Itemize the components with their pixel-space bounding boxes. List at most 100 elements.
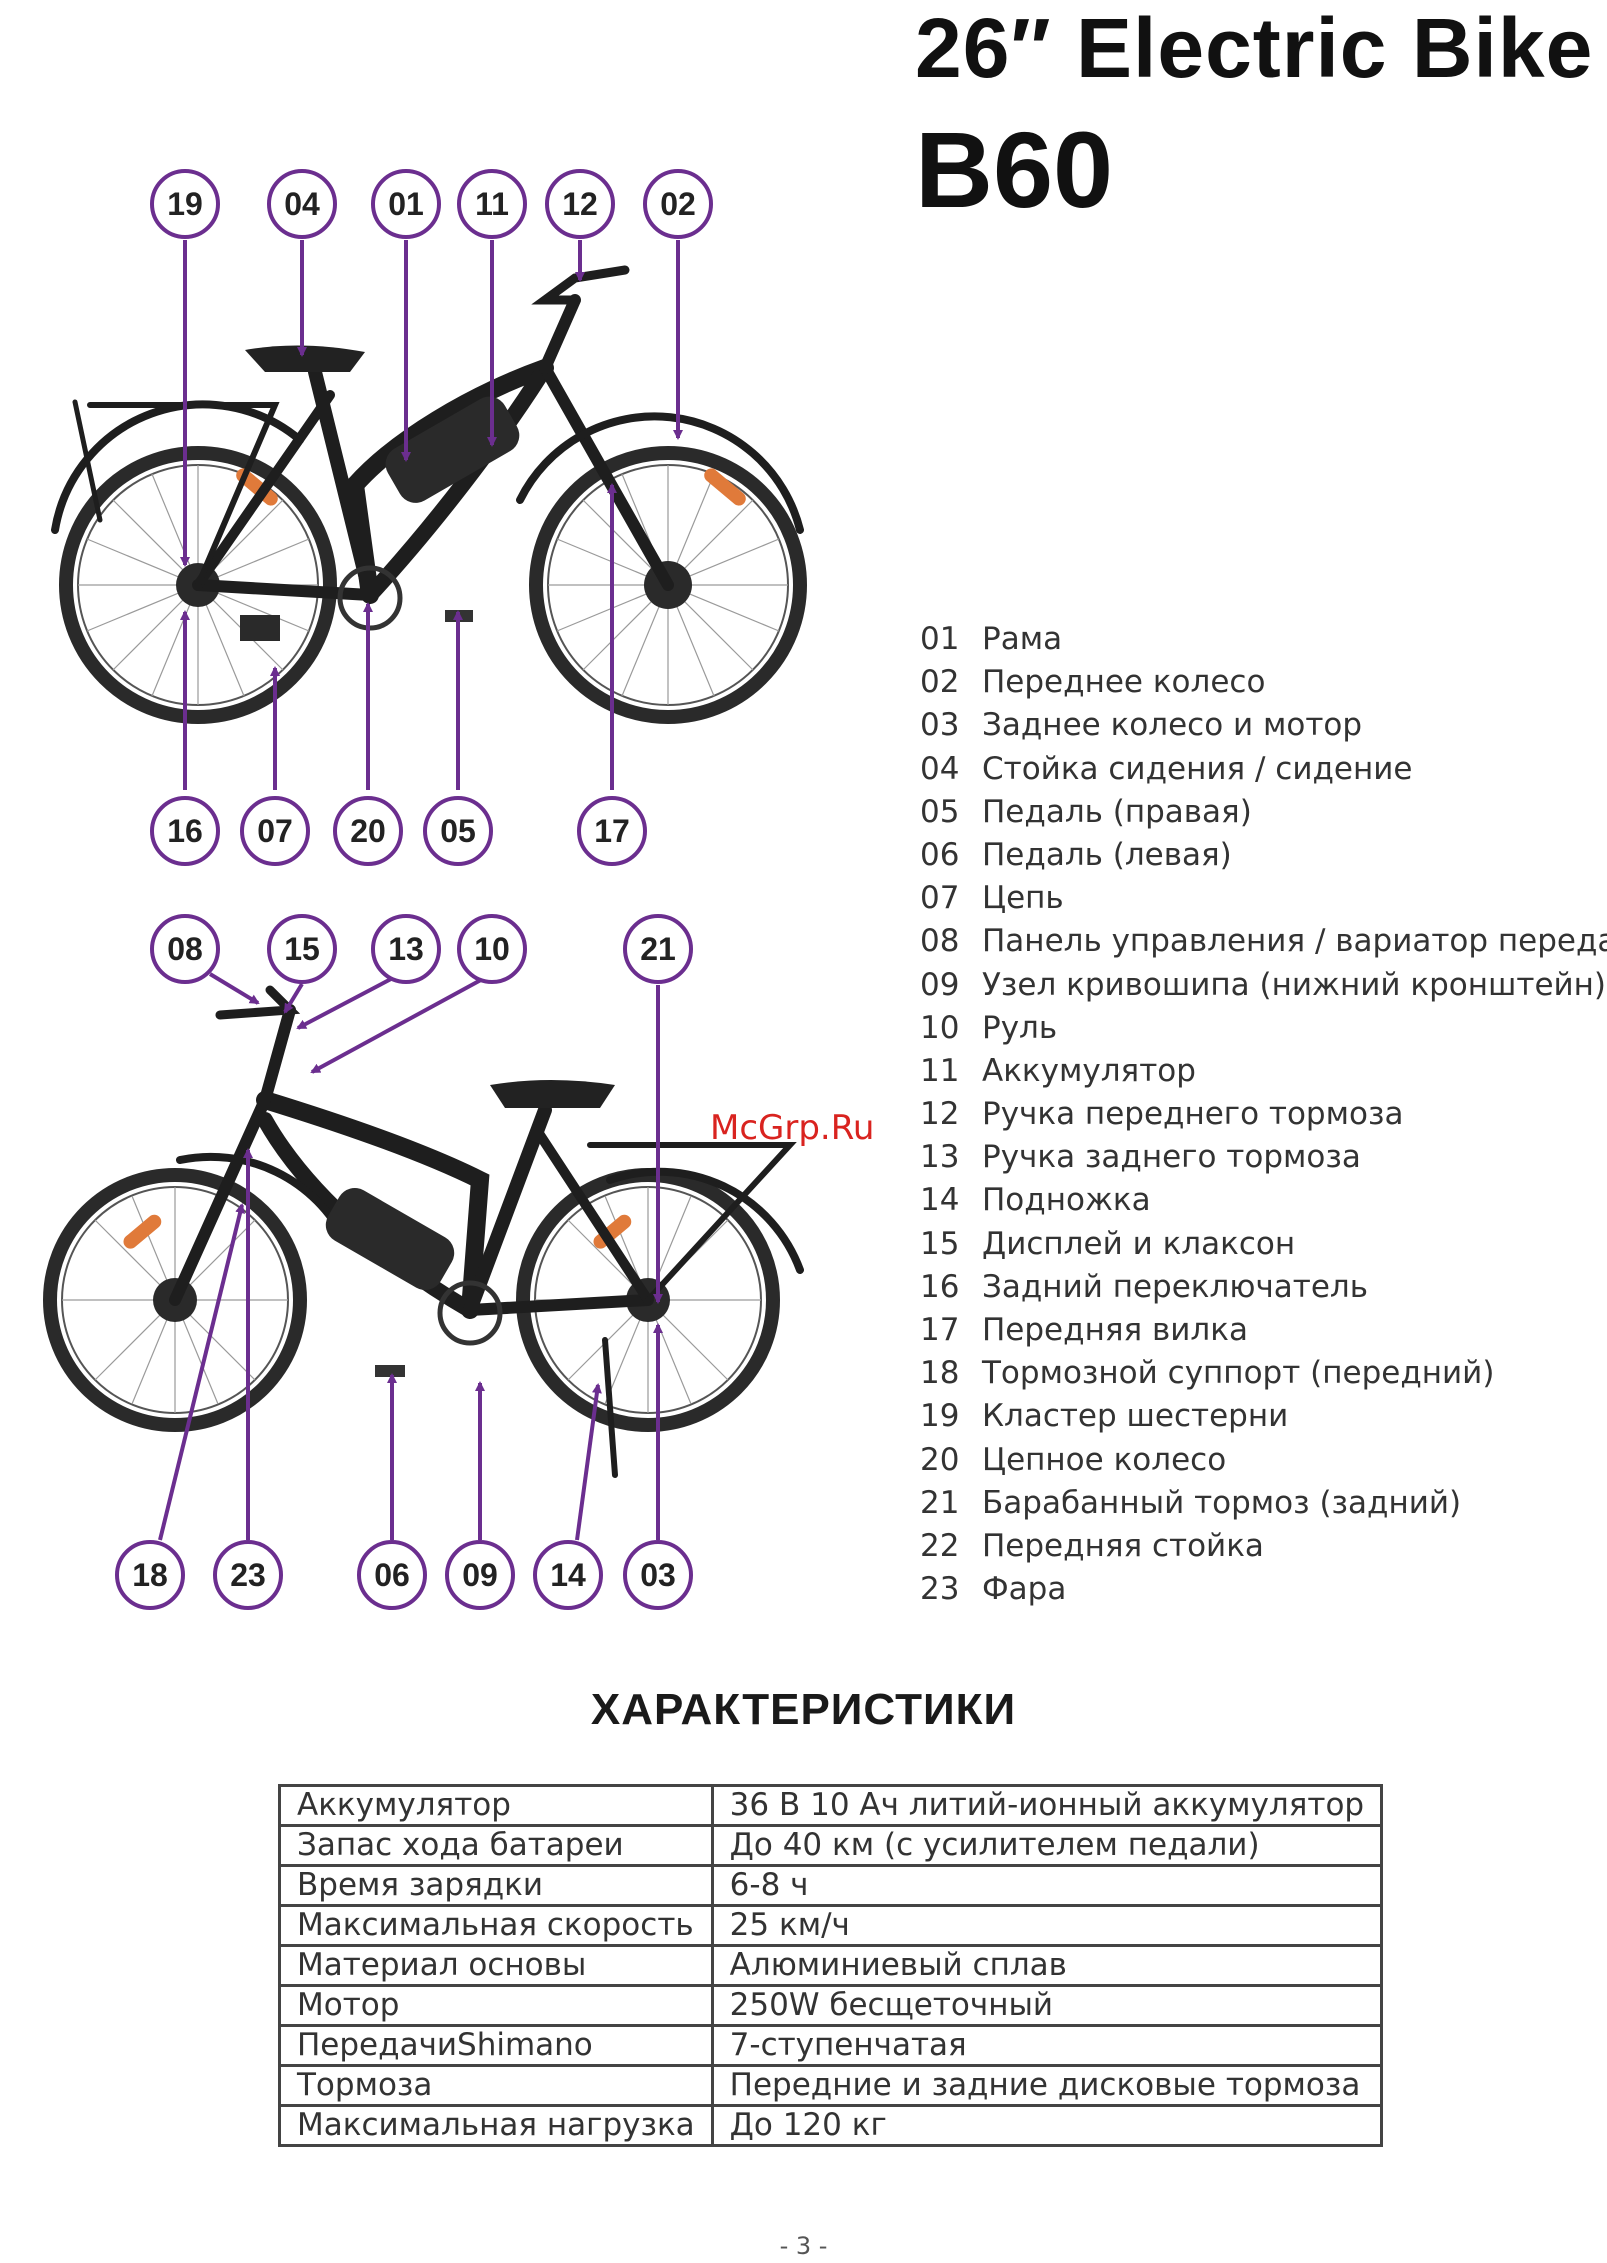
callout-14: 14 <box>533 1540 603 1610</box>
legend-item: 17 Передняя вилка <box>920 1309 1607 1352</box>
callout-19: 19 <box>150 169 220 239</box>
leader-lines-bottom <box>158 968 663 1541</box>
legend-item: 18 Тормозной суппорт (передний) <box>920 1352 1607 1395</box>
legend-label: Кластер шестерни <box>982 1398 1289 1435</box>
legend-num: 10 <box>920 1009 960 1046</box>
spec-key: Максимальная нагрузка <box>278 2104 714 2147</box>
legend-item: 23 Фара <box>920 1568 1607 1611</box>
legend-item: 12 Ручка переднего тормоза <box>920 1093 1607 1136</box>
legend-num: 05 <box>920 793 960 830</box>
legend-item: 06 Педаль (левая) <box>920 834 1607 877</box>
callout-04: 04 <box>267 169 337 239</box>
spec-key: Время зарядки <box>278 1864 714 1907</box>
legend-num: 18 <box>920 1355 960 1392</box>
legend-label: Передняя стойка <box>982 1527 1264 1564</box>
legend-item: 05 Педаль (правая) <box>920 791 1607 834</box>
callout-02: 02 <box>643 169 713 239</box>
legend-label: Педаль (правая) <box>982 793 1252 830</box>
legend-item: 09 Узел кривошипа (нижний кронштейн) <box>920 964 1607 1007</box>
product-model: B60 <box>915 109 1114 230</box>
legend-label: Ручка переднего тормоза <box>982 1096 1404 1133</box>
bike-bottom-illustration <box>43 985 804 1478</box>
legend-num: 01 <box>920 621 960 657</box>
spec-value: До 40 км (с усилителем педали) <box>710 1824 1384 1867</box>
legend-label: Переднее колесо <box>982 664 1266 701</box>
legend-num: 23 <box>920 1571 960 1608</box>
frame <box>51 265 804 604</box>
page-number: - 3 - <box>779 2232 828 2260</box>
callout-23: 23 <box>213 1540 283 1610</box>
legend-num: 11 <box>920 1052 960 1089</box>
legend-item: 13 Ручка заднего тормоза <box>920 1136 1607 1179</box>
callout-09: 09 <box>445 1540 515 1610</box>
legend-num: 06 <box>920 836 960 873</box>
legend-num: 09 <box>920 966 960 1003</box>
spec-value: До 120 кг <box>710 2104 1384 2147</box>
spec-value: 250W бесщеточный <box>710 1984 1384 2027</box>
callout-16: 16 <box>150 796 220 866</box>
callout-18: 18 <box>115 1540 185 1610</box>
callout-11: 11 <box>457 169 527 239</box>
legend-label: Узел кривошипа (нижний кронштейн) <box>982 966 1607 1003</box>
callout-10: 10 <box>457 914 527 984</box>
legend-num: 02 <box>920 664 960 701</box>
legend-num: 21 <box>920 1484 960 1521</box>
legend-item: 19 Кластер шестерни <box>920 1395 1607 1438</box>
legend-label: Передняя вилка <box>982 1312 1248 1348</box>
legend-item: 07 Цепь <box>920 877 1607 920</box>
legend-num: 19 <box>920 1398 960 1435</box>
callout-05: 05 <box>423 796 493 866</box>
legend-label: Тормозной суппорт (передний) <box>982 1355 1495 1392</box>
callout-13: 13 <box>371 914 441 984</box>
callout-06: 06 <box>357 1540 427 1610</box>
legend-label: Фара <box>982 1571 1067 1608</box>
callout-07: 07 <box>240 796 310 866</box>
legend-num: 13 <box>920 1139 960 1176</box>
product-title: 26″ Electric Bike <box>915 1 1594 95</box>
spec-value: 25 км/ч <box>710 1904 1384 1947</box>
legend-num: 08 <box>920 923 960 960</box>
legend-num: 03 <box>920 707 960 744</box>
legend-label: Рама <box>982 621 1063 657</box>
spec-key: Запас хода батареи <box>278 1824 714 1867</box>
legend-num: 07 <box>920 880 960 917</box>
legend-label: Цепь <box>982 880 1064 917</box>
legend-num: 17 <box>920 1312 960 1348</box>
callout-15: 15 <box>267 914 337 984</box>
watermark: McGrp.Ru <box>710 1108 875 1148</box>
spec-value: 36 В 10 Ач литий-ионный аккумулятор <box>710 1784 1384 1827</box>
spec-value: 6-8 ч <box>710 1864 1384 1907</box>
legend-label: Педаль (левая) <box>982 836 1232 873</box>
legend-label: Ручка заднего тормоза <box>982 1139 1361 1176</box>
legend-num: 12 <box>920 1096 960 1133</box>
bike-top-illustration <box>51 265 807 724</box>
legend-label: Дисплей и клаксон <box>982 1225 1296 1262</box>
legend-item: 01 Рама <box>920 618 1607 661</box>
spec-key: Аккумулятор <box>278 1784 714 1827</box>
spec-key: ПередачиShimano <box>278 2024 714 2067</box>
legend-label: Руль <box>982 1009 1058 1046</box>
spec-key: Мотор <box>278 1984 714 2027</box>
callout-01: 01 <box>371 169 441 239</box>
callout-21: 21 <box>623 914 693 984</box>
legend-num: 20 <box>920 1441 960 1478</box>
